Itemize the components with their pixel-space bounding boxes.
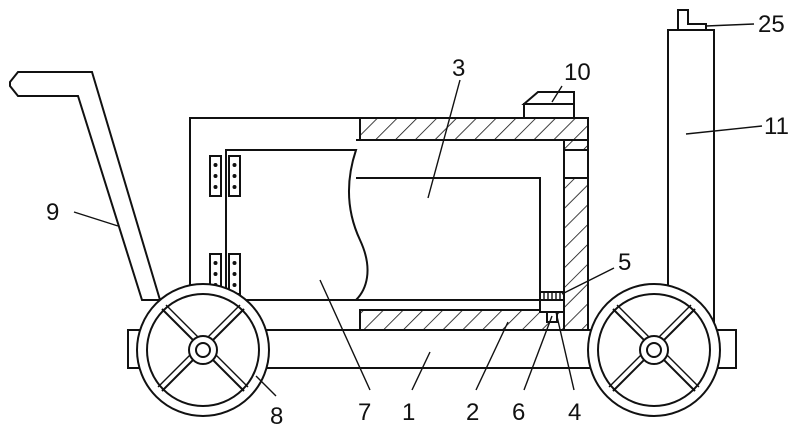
callout-8: 8 [270,403,283,430]
door-hinge-upper [209,155,241,197]
callout-9: 9 [46,199,59,226]
callout-5: 5 [618,249,631,276]
wheel-left [136,283,270,417]
top-box [521,91,575,119]
callout-7: 7 [358,399,371,426]
hatched-casing [359,117,589,331]
callout-6: 6 [512,399,525,426]
leader-lines [73,23,763,397]
callout-3: 3 [452,55,465,82]
wheel-right [587,283,721,417]
inner-chamber [356,139,565,301]
callout-2: 2 [466,399,479,426]
cabinet-door [225,149,369,301]
callout-4: 4 [568,399,581,426]
callout-1: 1 [402,399,415,426]
push-handle [9,71,162,301]
mast-cap [677,9,707,31]
callout-10: 10 [564,59,591,86]
callout-25: 25 [758,11,785,38]
vertical-mast [667,29,715,331]
callout-11: 11 [764,113,789,140]
